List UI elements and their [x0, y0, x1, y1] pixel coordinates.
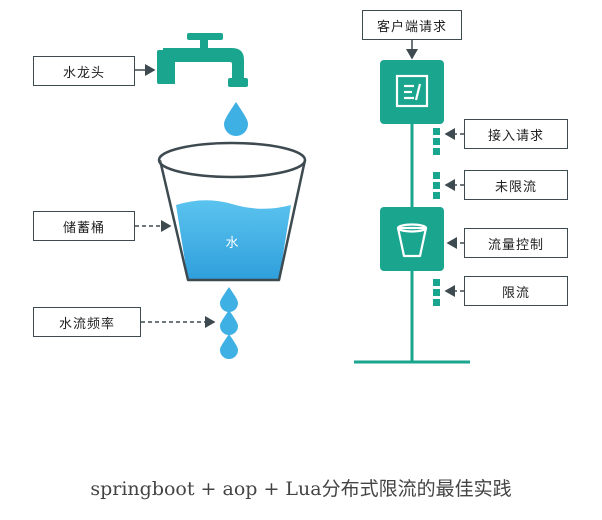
- request-node: [380, 60, 444, 124]
- bucket-node: [380, 207, 444, 271]
- water-label: 水: [225, 236, 238, 251]
- water-drop-icon: [224, 102, 248, 136]
- bucket-shape: [157, 141, 307, 282]
- accept-request-label: 接入请求: [464, 119, 568, 149]
- not-limited-label: 未限流: [464, 170, 568, 200]
- client-request-label: 客户端请求: [362, 10, 462, 40]
- flow-rate-label: 水流频率: [33, 307, 141, 337]
- flow-control-label: 流量控制: [464, 228, 568, 258]
- limited-label: 限流: [464, 276, 568, 306]
- caption: springboot + aop + Lua分布式限流的最佳实践: [90, 478, 512, 500]
- request-indicator: [433, 128, 440, 155]
- bucket-label: 储蓄桶: [33, 211, 135, 241]
- leak-drop-icon: [220, 310, 238, 335]
- leak-drop-icon: [220, 287, 238, 312]
- request-indicator: [433, 279, 440, 306]
- leak-drop-icon: [220, 334, 238, 359]
- faucet-icon: [157, 33, 248, 87]
- request-indicator: [433, 172, 440, 199]
- faucet-label: 水龙头: [33, 56, 135, 86]
